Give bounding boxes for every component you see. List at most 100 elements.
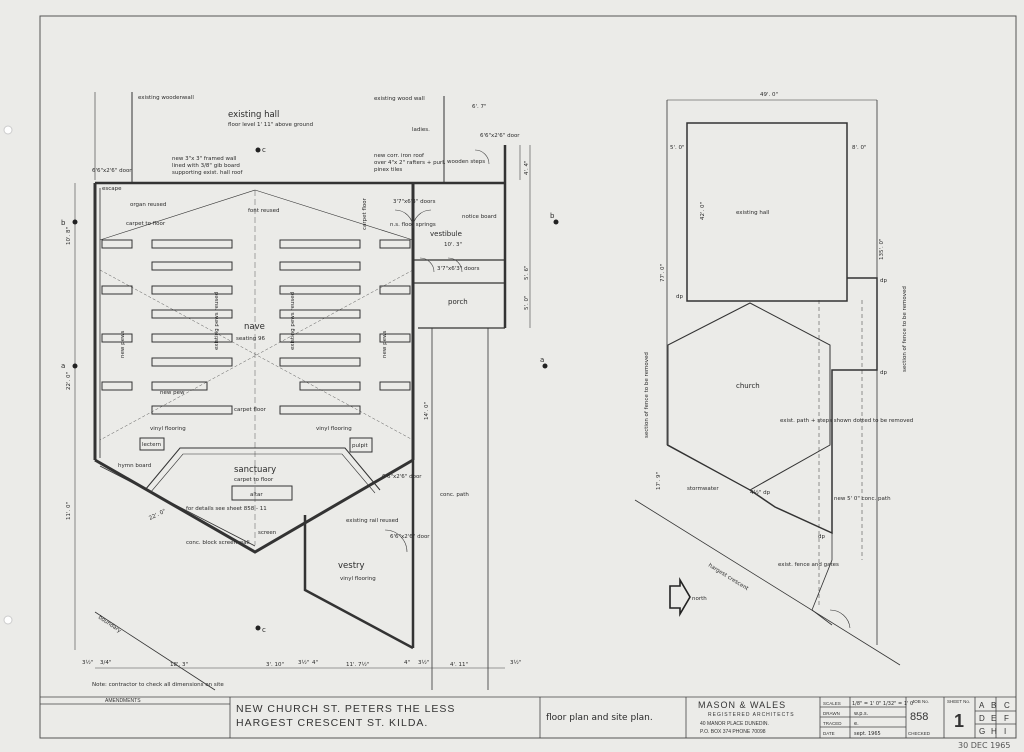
label-door1: 6'6"x2'6" door bbox=[92, 168, 132, 174]
label-new-pews-r: new pews bbox=[382, 331, 388, 358]
tb-sheet-label: SHEET No. bbox=[947, 699, 970, 704]
north-arrow bbox=[669, 577, 691, 617]
site-dim-42: 42'. 0" bbox=[700, 202, 706, 220]
site-dp-2: dp bbox=[880, 278, 887, 284]
tb-grid-f: F bbox=[1004, 714, 1009, 723]
tb-drawn-value: w.p.s. bbox=[854, 711, 869, 717]
label-vinyl-flooring-r: vinyl flooring bbox=[316, 426, 352, 432]
section-c-label-top: c bbox=[262, 146, 266, 154]
tb-grid-c: C bbox=[1004, 701, 1010, 710]
section-a-label-right: a bbox=[540, 356, 544, 364]
site-existing-hall: existing hall bbox=[736, 210, 770, 216]
tb-title-line1: NEW CHURCH ST. PETERS THE LESS bbox=[236, 703, 455, 715]
label-carpet-to-floor: carpet to floor bbox=[126, 221, 166, 227]
site-new-path: new 5' 0" conc. path bbox=[834, 496, 891, 502]
label-carpet-floor: carpet floor bbox=[234, 407, 267, 413]
tb-date-value: sept. 1965 bbox=[854, 731, 881, 737]
label-porch: porch bbox=[448, 298, 468, 306]
label-for-details: for details see sheet 858 - 11 bbox=[186, 506, 267, 512]
site-plan bbox=[634, 99, 901, 666]
site-dim-17: 17'. 9" bbox=[656, 472, 662, 490]
label-organ-reused: organ reused bbox=[130, 202, 166, 208]
tb-grid-b: B bbox=[991, 701, 996, 710]
tb-drawn-label: DRAWN bbox=[823, 711, 840, 716]
label-existing-rail: existing rail reused bbox=[346, 518, 399, 524]
label-doors2: 3'7"x6'3" doors bbox=[437, 266, 480, 272]
label-over-rafters: over 4"x 2" rafters + purl. bbox=[374, 160, 446, 166]
site-dim-135: 135'. 0" bbox=[879, 238, 885, 260]
site-dim-77: 77'. 0" bbox=[660, 264, 666, 282]
tb-title-line2: HARGEST CRESCENT ST. KILDA. bbox=[236, 717, 428, 729]
label-font-reused: font reused bbox=[248, 208, 279, 214]
label-supporting: supporting exist. hall roof bbox=[172, 170, 243, 176]
note-line: Note: contractor to check all dimensions… bbox=[92, 682, 224, 688]
tb-grid-a: A bbox=[979, 701, 985, 710]
label-carpet-to-floor-s: carpet to floor bbox=[234, 477, 274, 483]
label-existing-pews-l: existing pews reused bbox=[214, 292, 220, 350]
tb-traced-value: e. bbox=[854, 721, 859, 727]
site-dp-1: dp bbox=[676, 294, 683, 300]
label-dim-4-4: 4'. 4" bbox=[524, 160, 530, 175]
label-dim-22-0: 22'. 0" bbox=[66, 372, 72, 390]
section-c-label-bottom: c bbox=[262, 626, 266, 634]
label-floor-springs: n.s. floor springs bbox=[390, 222, 436, 228]
label-bdim-3: 3'. 10" bbox=[266, 662, 284, 668]
label-wooden-steps: wooden steps bbox=[447, 159, 485, 165]
label-door4: 6'6"x2'6" door bbox=[390, 534, 430, 540]
label-pinex-tiles: pinex tiles bbox=[374, 167, 402, 173]
title-block bbox=[40, 696, 1016, 738]
label-new-framed-wall: new 3"x 3" framed wall bbox=[172, 156, 237, 162]
label-existing-woodenwall: existing woodenwall bbox=[138, 95, 194, 101]
label-hymn-board: hymn board bbox=[118, 463, 151, 469]
site-fence-right: section of fence to be removed bbox=[902, 286, 908, 372]
site-church: church bbox=[736, 382, 760, 390]
section-b-label: b bbox=[550, 212, 555, 220]
label-door3: 6'6"x2'6" door bbox=[382, 474, 422, 480]
label-pulpit: pulpit bbox=[352, 443, 369, 449]
label-vinyl-flooring-l: vinyl flooring bbox=[150, 426, 186, 432]
site-dp-3: dp bbox=[880, 370, 887, 376]
tb-scales-label: SCALES bbox=[823, 701, 841, 706]
sheet-border bbox=[39, 15, 1017, 739]
label-dim-5-6: 5'. 6" bbox=[524, 265, 530, 280]
tb-traced-label: TRACED bbox=[823, 721, 842, 726]
label-bdim-5: 4" bbox=[312, 660, 318, 666]
label-vestibule-dim: 10'. 3" bbox=[444, 242, 462, 248]
label-screen: screen bbox=[258, 530, 277, 536]
doors bbox=[384, 149, 490, 553]
tb-firm-sub: REGISTERED ARCHITECTS bbox=[708, 712, 795, 718]
site-dim-8: 8'. 0" bbox=[852, 145, 867, 151]
label-bdim-1: 3/4" bbox=[100, 660, 111, 666]
label-existing-hall: existing hall bbox=[228, 110, 279, 120]
label-existing-wood-wall: existing wood wall bbox=[374, 96, 425, 102]
tb-address1: 40 MANOR PLACE DUNEDIN. bbox=[700, 721, 769, 727]
label-new-pew: new pew bbox=[160, 390, 185, 396]
label-lectern: lectern bbox=[142, 442, 162, 448]
label-altar: altar bbox=[250, 492, 263, 498]
section-a-label-top: b bbox=[61, 219, 66, 227]
tb-grid-d: D bbox=[979, 714, 985, 723]
site-fence-left: section of fence to be removed bbox=[644, 352, 650, 438]
tb-address2: P.O. BOX 374 PHONE 70098 bbox=[700, 729, 766, 735]
floor-plan-labels: existing woodenwall existing hall floor … bbox=[61, 95, 555, 688]
punch-hole-bottom bbox=[3, 615, 13, 625]
tb-grid-i: I bbox=[1004, 727, 1006, 736]
label-vinyl-flooring-v: vinyl flooring bbox=[340, 576, 376, 582]
tb-job-label: JOB No. bbox=[912, 699, 929, 704]
label-doors1: 3'7"x6'3" doors bbox=[393, 199, 436, 205]
site-width: 49'. 0" bbox=[760, 92, 778, 98]
tb-drawing: floor plan and site plan. bbox=[546, 713, 653, 723]
tb-firm: MASON & WALES bbox=[698, 700, 786, 710]
tb-date-label: DATE bbox=[823, 731, 835, 736]
section-markers bbox=[72, 147, 559, 631]
label-escape: escape bbox=[102, 186, 122, 192]
label-bdim-10: 3½" bbox=[510, 659, 521, 666]
label-floor-level: floor level 1' 11" above ground bbox=[228, 122, 313, 128]
north-arrow-icon bbox=[669, 577, 691, 617]
label-new-corr-iron: new corr. iron roof bbox=[374, 153, 425, 159]
site-dim-5: 5'. 0" bbox=[670, 145, 685, 151]
label-conc-path: conc. path bbox=[440, 492, 469, 498]
label-dim-11-0: 11'. 0" bbox=[66, 502, 72, 520]
label-sanctuary: sanctuary bbox=[234, 465, 276, 475]
